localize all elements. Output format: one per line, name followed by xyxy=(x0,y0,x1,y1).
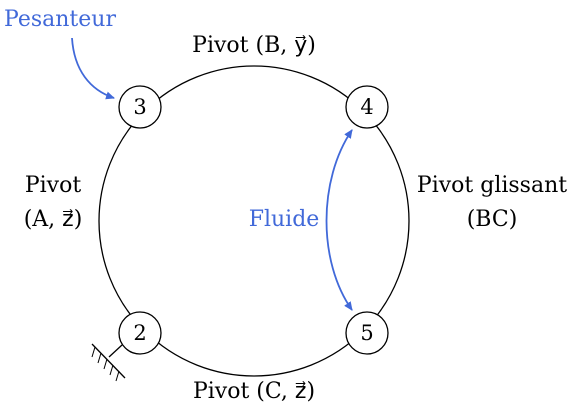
node-5-label: 5 xyxy=(360,321,373,345)
link-bottom-label: Pivot (C, z⃗) xyxy=(193,379,315,404)
link-left-label-line2: (A, z⃗) xyxy=(24,207,83,232)
node-2: 2 xyxy=(118,311,162,355)
ground-fixation-icon xyxy=(91,343,126,382)
node-3: 3 xyxy=(118,85,162,129)
fluid-label: Fluide xyxy=(249,207,320,232)
node-3-label: 3 xyxy=(133,95,146,119)
fluid-arrow xyxy=(325,129,353,311)
link-right-label-line1: Pivot glissant xyxy=(417,173,567,198)
link-top-label: Pivot (B, y⃗) xyxy=(192,33,316,58)
link-circle xyxy=(98,65,410,377)
gravity-arrow xyxy=(71,37,115,100)
fluid-label-background xyxy=(244,204,324,234)
node-4: 4 xyxy=(345,85,389,129)
node-5: 5 xyxy=(345,311,389,355)
node-2-label: 2 xyxy=(133,321,146,345)
link-left-label-line1: Pivot xyxy=(25,173,82,198)
gravity-label: Pesanteur xyxy=(4,7,116,32)
link-right-label-line2: (BC) xyxy=(467,207,518,232)
node-4-label: 4 xyxy=(360,95,373,119)
